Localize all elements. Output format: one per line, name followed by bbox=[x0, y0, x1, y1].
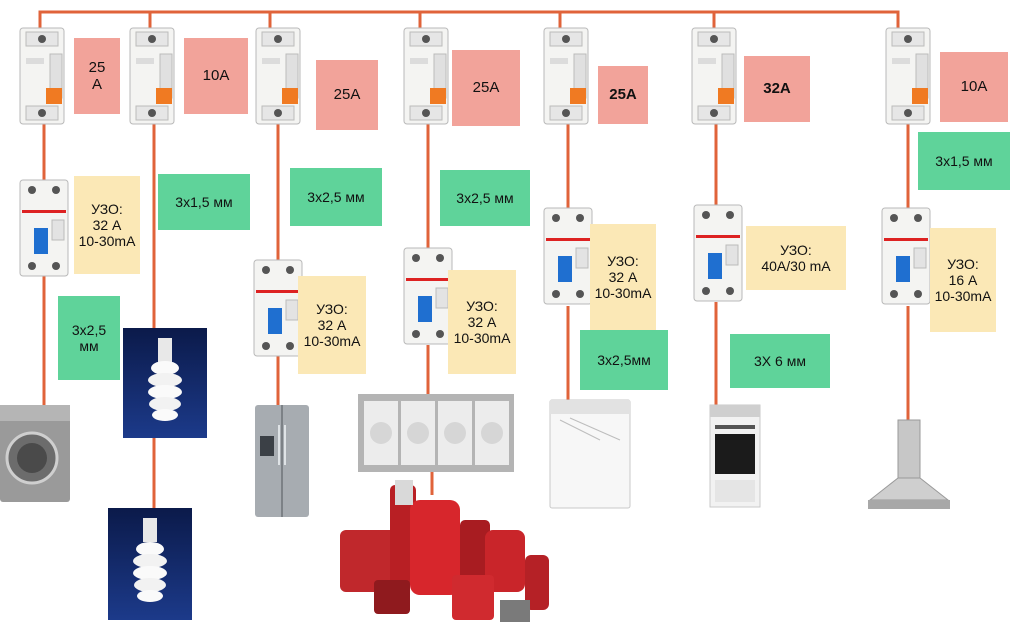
cable-label-1: 3х2,5 мм bbox=[58, 296, 120, 380]
rcd-1 bbox=[19, 179, 69, 277]
breaker-label-7: 10A bbox=[940, 52, 1008, 122]
breaker-label-2: 10A bbox=[184, 38, 248, 114]
cable-label-2: 3х1,5 мм bbox=[158, 174, 250, 230]
breaker-label-3: 25A bbox=[316, 60, 378, 130]
breaker-label-5: 25A bbox=[598, 66, 648, 124]
cable-label-6: 3Х 6 мм bbox=[730, 334, 830, 388]
rcd-label-7: УЗО: 16 A 10-30mA bbox=[930, 228, 996, 332]
rcd-6 bbox=[693, 204, 743, 302]
dishwasher-icon bbox=[549, 399, 631, 509]
cable-label-4: 3х2,5 мм bbox=[440, 170, 530, 226]
cable-label-7: 3х1,5 мм bbox=[918, 132, 1010, 190]
breaker-2 bbox=[129, 27, 175, 125]
breaker-label-6: 32A bbox=[744, 56, 810, 122]
energy-saving-lamp-icon bbox=[108, 508, 192, 620]
breaker-1 bbox=[19, 27, 65, 125]
refrigerator-icon bbox=[255, 405, 309, 517]
breaker-7 bbox=[885, 27, 931, 125]
rcd-label-1: УЗО: 32 A 10-30mA bbox=[74, 176, 140, 274]
breaker-3 bbox=[255, 27, 301, 125]
rcd-label-5: УЗО: 32 A 10-30mA bbox=[590, 224, 656, 330]
wiring bbox=[38, 10, 910, 510]
rcd-4 bbox=[403, 247, 453, 345]
energy-saving-lamp-icon bbox=[123, 328, 207, 438]
breaker-6 bbox=[691, 27, 737, 125]
cooker-hood-icon bbox=[868, 419, 950, 509]
cable-label-3: 3х2,5 мм bbox=[290, 168, 382, 226]
rcd-7 bbox=[881, 207, 931, 305]
rcd-label-3: УЗО: 32 A 10-30mA bbox=[298, 276, 366, 374]
breaker-label-4: 25A bbox=[452, 50, 520, 126]
kitchen-appliances-icon bbox=[340, 480, 549, 622]
socket-block-icon bbox=[358, 394, 514, 472]
breaker-4 bbox=[403, 27, 449, 125]
washing-machine-icon bbox=[0, 405, 70, 502]
electric-stove-icon bbox=[709, 404, 761, 508]
cable-label-5: 3х2,5мм bbox=[580, 330, 668, 390]
breaker-5 bbox=[543, 27, 589, 125]
rcd-label-6: УЗО: 40A/30 mA bbox=[746, 226, 846, 290]
rcd-5 bbox=[543, 207, 593, 305]
breaker-label-1: 25 A bbox=[74, 38, 120, 114]
rcd-3 bbox=[253, 259, 303, 357]
rcd-label-4: УЗО: 32 A 10-30mA bbox=[448, 270, 516, 374]
